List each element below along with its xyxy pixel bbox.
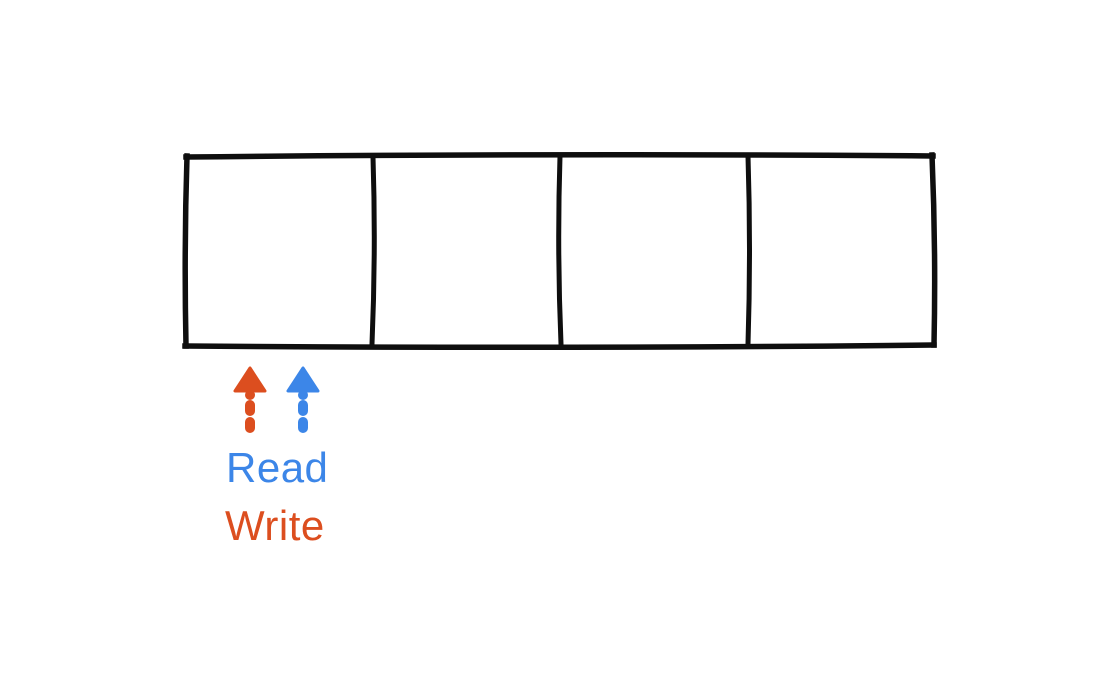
tape-outline: [182, 151, 938, 351]
tape-cell-3: [562, 158, 746, 344]
write-label: Write: [225, 502, 325, 549]
tape-cell-1: [189, 158, 371, 344]
tape-outline-right: [929, 152, 938, 348]
tape-cell-divider-3: [745, 153, 752, 347]
write-arrow-icon: [233, 366, 267, 433]
read-label: Read: [226, 444, 329, 491]
tape-cell-4: [750, 158, 932, 344]
tape-outline-bottom: [182, 342, 937, 351]
tape-cell-divider-2: [556, 153, 564, 347]
tape-cell-2: [375, 158, 558, 344]
read-arrow-dot: [298, 390, 308, 400]
tape-outline-left: [182, 153, 190, 349]
tape-cell-divider-1: [369, 154, 377, 347]
read-arrow-icon: [286, 366, 320, 433]
write-arrow-dot: [245, 390, 255, 400]
read-arrow-head: [288, 368, 318, 391]
write-arrow-head: [235, 368, 265, 391]
